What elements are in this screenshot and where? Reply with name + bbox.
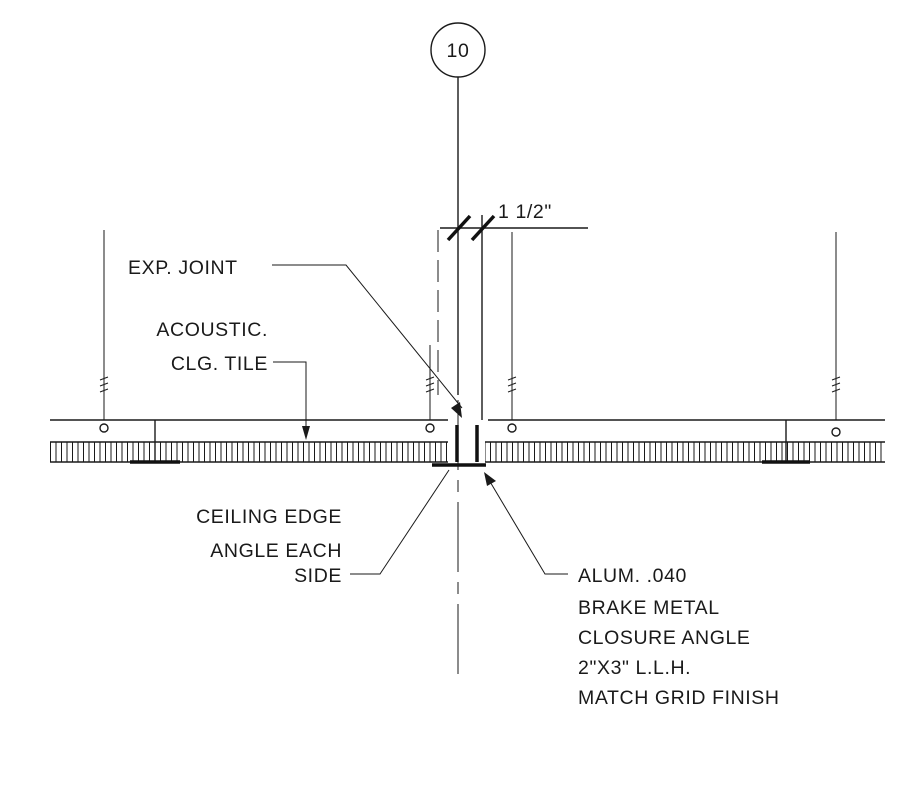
dimension-text: 1 1/2" (498, 201, 552, 223)
joint-width-dimension: 1 1/2" (440, 201, 588, 242)
cross-tee-right (762, 420, 810, 464)
acoustic-tile-label-line-1: ACOUSTIC. (156, 319, 268, 341)
closure-angle-label: ALUM. .040 BRAKE METAL CLOSURE ANGLE 2"X… (578, 565, 780, 709)
ceiling-edge-label-line-3: SIDE (294, 565, 342, 587)
acoustic-tile-label-line-2: CLG. TILE (171, 353, 268, 375)
dimension-tick-right (470, 214, 496, 242)
hanger-wire-1 (99, 230, 109, 433)
closure-label-line-4: 2"X3" L.L.H. (578, 657, 691, 679)
closure-label-line-5: MATCH GRID FINISH (578, 687, 780, 709)
closure-label-line-3: CLOSURE ANGLE (578, 627, 751, 649)
leaders (272, 264, 568, 575)
ceiling-edge-angle (432, 425, 459, 467)
hanger-wire-2 (425, 345, 435, 433)
exp-joint-leader (272, 264, 463, 409)
hanger-wires (99, 230, 841, 437)
ceiling-edge-leader (350, 469, 450, 575)
closure-leader (488, 479, 568, 575)
hanger-wire-3 (507, 232, 517, 433)
closure-arrow (484, 472, 496, 486)
ceiling-edge-label-line-2: ANGLE EACH (210, 540, 342, 562)
cross-tee-left (130, 420, 180, 464)
grid-bubble: 10 (430, 22, 486, 78)
acoustic-tile-label: ACOUSTIC. CLG. TILE (156, 319, 268, 375)
ceiling-edge-label: CEILING EDGE ANGLE EACH SIDE (196, 506, 342, 587)
acoustic-tile-right (485, 441, 885, 463)
acoustic-tile-left (50, 441, 448, 463)
ceiling-edge-label-line-1: CEILING EDGE (196, 506, 342, 528)
acoustic-tile-leader (273, 361, 307, 428)
hanger-wire-4 (831, 232, 841, 437)
exp-joint-arrow (451, 402, 462, 418)
acoustic-tile-arrow (302, 426, 310, 440)
closure-angle (452, 425, 486, 467)
dimension-tick-left (446, 214, 472, 242)
closure-label-line-1: ALUM. .040 (578, 565, 687, 587)
exp-joint-label: EXP. JOINT (128, 257, 238, 279)
closure-label-line-2: BRAKE METAL (578, 597, 720, 619)
grid-bubble-number: 10 (447, 40, 470, 62)
